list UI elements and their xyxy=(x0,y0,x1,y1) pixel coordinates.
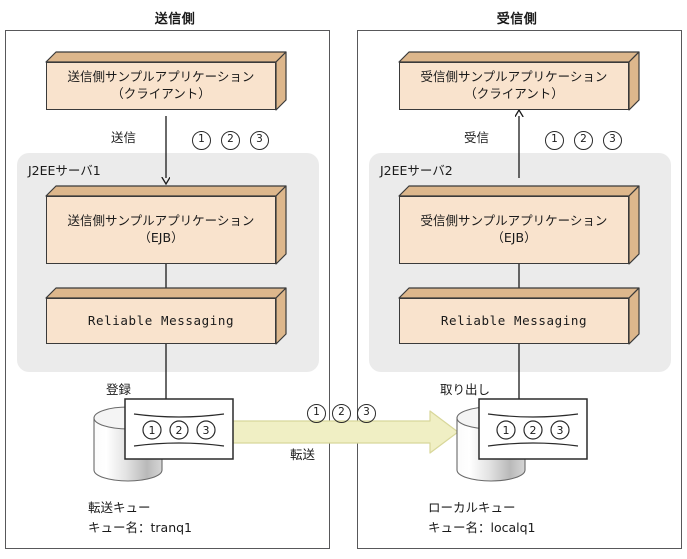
sender-send-label: 送信 xyxy=(111,130,137,145)
receiver-reliable-messaging-box: Reliable Messaging xyxy=(398,287,640,345)
receiver-receive-label: 受信 xyxy=(464,130,490,145)
receiver-client-app-line2: （クライアント） xyxy=(464,86,564,101)
transfer-step-circle-1: 1 xyxy=(307,404,326,423)
transfer-label: 転送 xyxy=(290,447,316,462)
sender-step-circle-1: 1 xyxy=(192,131,211,150)
transfer-step-circle-2: 2 xyxy=(332,404,351,423)
sender-ejb-app-box: 送信側サンプルアプリケーション （EJB） xyxy=(45,185,287,265)
sender-client-app-line2: （クライアント） xyxy=(111,86,211,101)
sender-client-app-box: 送信側サンプルアプリケーション （クライアント） xyxy=(45,51,287,111)
box-3d-sides xyxy=(45,185,287,265)
sender-queue-caption-line2: キュー名：tranq1 xyxy=(88,520,193,535)
receiver-card-step-2: 2 xyxy=(530,424,537,437)
sender-client-app-line1: 送信側サンプルアプリケーション xyxy=(67,69,255,85)
sender-queue-caption-line1: 転送キュー xyxy=(88,500,151,515)
receiver-j2ee-server-label: J2EEサーバ2 xyxy=(380,163,453,178)
sender-ejb-app-line2: （EJB） xyxy=(138,230,184,245)
receiver-ejb-app-line1: 受信側サンプルアプリケーション xyxy=(420,213,608,229)
receiver-card-step-1: 1 xyxy=(503,424,510,437)
receiver-message-card: 1 2 3 xyxy=(478,398,588,464)
sender-card-step-2: 2 xyxy=(176,424,183,437)
receiver-client-app-line1: 受信側サンプルアプリケーション xyxy=(420,69,608,85)
sender-message-card: 1 2 3 xyxy=(124,398,234,464)
sender-card-step-1: 1 xyxy=(149,424,156,437)
sender-reliable-messaging-label: Reliable Messaging xyxy=(87,312,235,328)
receiver-queue-caption-line2: キュー名：localq1 xyxy=(428,520,536,535)
receiver-step-circle-3: 3 xyxy=(603,131,622,150)
sender-step-circle-3: 3 xyxy=(250,131,269,150)
box-3d-sides xyxy=(398,287,640,345)
sender-j2ee-server-label: J2EEサーバ1 xyxy=(28,163,101,178)
receiver-queue-caption-line1: ローカルキュー xyxy=(428,500,516,515)
receiver-ejb-app-line2: （EJB） xyxy=(491,230,537,245)
receiver-card-step-3: 3 xyxy=(557,424,564,437)
receiver-reliable-messaging-label: Reliable Messaging xyxy=(440,312,588,328)
sender-card-step-3: 3 xyxy=(203,424,210,437)
receiver-step-circle-2: 2 xyxy=(574,131,593,150)
transfer-step-circle-3: 3 xyxy=(357,404,376,423)
box-3d-sides xyxy=(45,287,287,345)
sender-side-title: 送信側 xyxy=(154,12,196,27)
receiver-client-app-box: 受信側サンプルアプリケーション （クライアント） xyxy=(398,51,640,111)
receiver-side-title: 受信側 xyxy=(496,12,538,27)
receiver-step-circle-1: 1 xyxy=(545,131,564,150)
receiver-fetch-label: 取り出し xyxy=(440,382,491,397)
sender-register-label: 登録 xyxy=(106,382,132,397)
sender-ejb-app-line1: 送信側サンプルアプリケーション xyxy=(67,213,255,229)
sender-step-circle-2: 2 xyxy=(221,131,240,150)
sender-reliable-messaging-box: Reliable Messaging xyxy=(45,287,287,345)
receiver-ejb-app-box: 受信側サンプルアプリケーション （EJB） xyxy=(398,185,640,265)
